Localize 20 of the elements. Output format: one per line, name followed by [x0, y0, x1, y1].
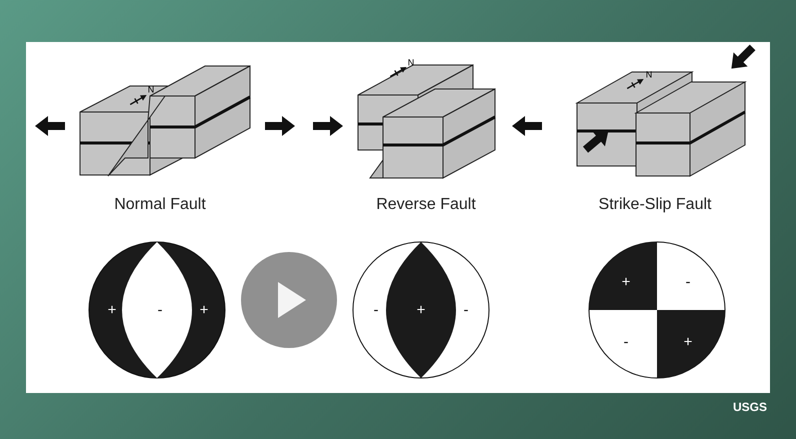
polarity-sign: +: [416, 302, 426, 318]
fault-title: Normal Fault: [114, 197, 206, 213]
polarity-sign: +: [200, 302, 208, 318]
polarity-sign: -: [624, 334, 628, 350]
beach-ball-diagram: [88, 241, 226, 379]
source-credit: USGS: [733, 401, 767, 413]
north-label: N: [408, 58, 414, 68]
polarity-sign: +: [622, 274, 630, 290]
fault-title: Strike-Slip Fault: [598, 197, 712, 213]
polarity-sign: +: [684, 334, 692, 350]
polarity-sign: -: [464, 302, 468, 318]
polarity-sign: -: [374, 302, 378, 318]
beach-ball-diagram: [588, 241, 726, 379]
polarity-sign: -: [158, 302, 162, 318]
polarity-sign: -: [686, 274, 690, 290]
fault-title: Reverse Fault: [376, 197, 476, 213]
beach-ball-diagram: [352, 241, 490, 379]
north-label: N: [148, 86, 154, 94]
polarity-sign: +: [108, 302, 116, 318]
north-label: N: [646, 70, 652, 80]
